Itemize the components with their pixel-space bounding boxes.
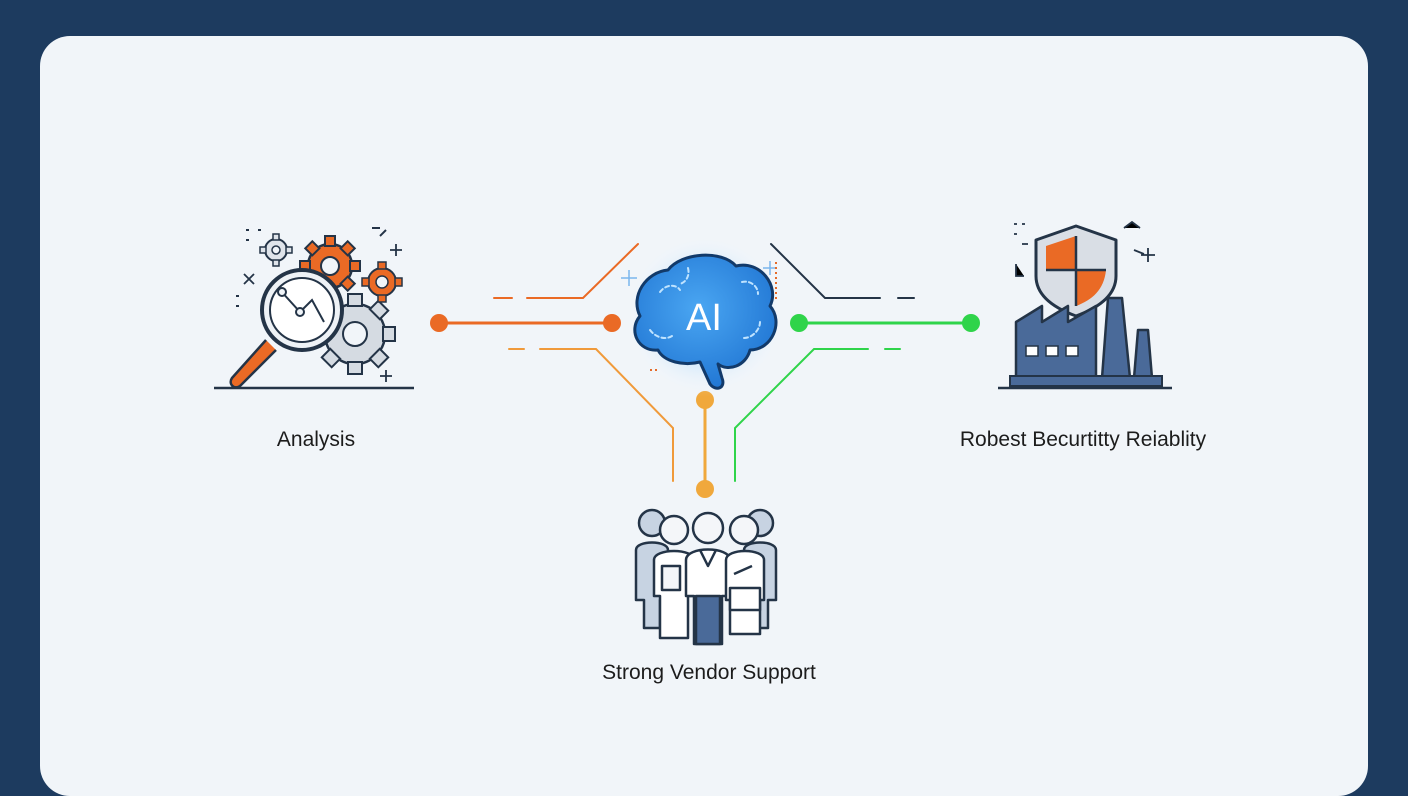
connector-security: [734, 243, 980, 482]
connector-dot-security-left: [790, 314, 808, 332]
node-label-security: Robest Becurtitty Reiablity: [959, 428, 1207, 451]
ai-connection-diagram: AI: [214, 220, 1172, 646]
people-group-icon: [634, 508, 778, 646]
node-label-analysis: Analysis: [276, 428, 356, 451]
ai-label: AI: [686, 297, 722, 339]
connector-dot-support-bottom: [696, 480, 714, 498]
magnifier-gears-icon: [214, 227, 414, 390]
connector-support: [696, 391, 714, 498]
connector-dot-analysis-left: [430, 314, 448, 332]
node-label-support: Strong Vendor Support: [602, 661, 816, 684]
shield-factory-icon: [998, 220, 1172, 390]
ai-brain-icon: AI: [621, 233, 787, 397]
connector-dot-analysis-right: [603, 314, 621, 332]
connector-analysis: [430, 243, 674, 482]
connector-dot-security-right: [962, 314, 980, 332]
